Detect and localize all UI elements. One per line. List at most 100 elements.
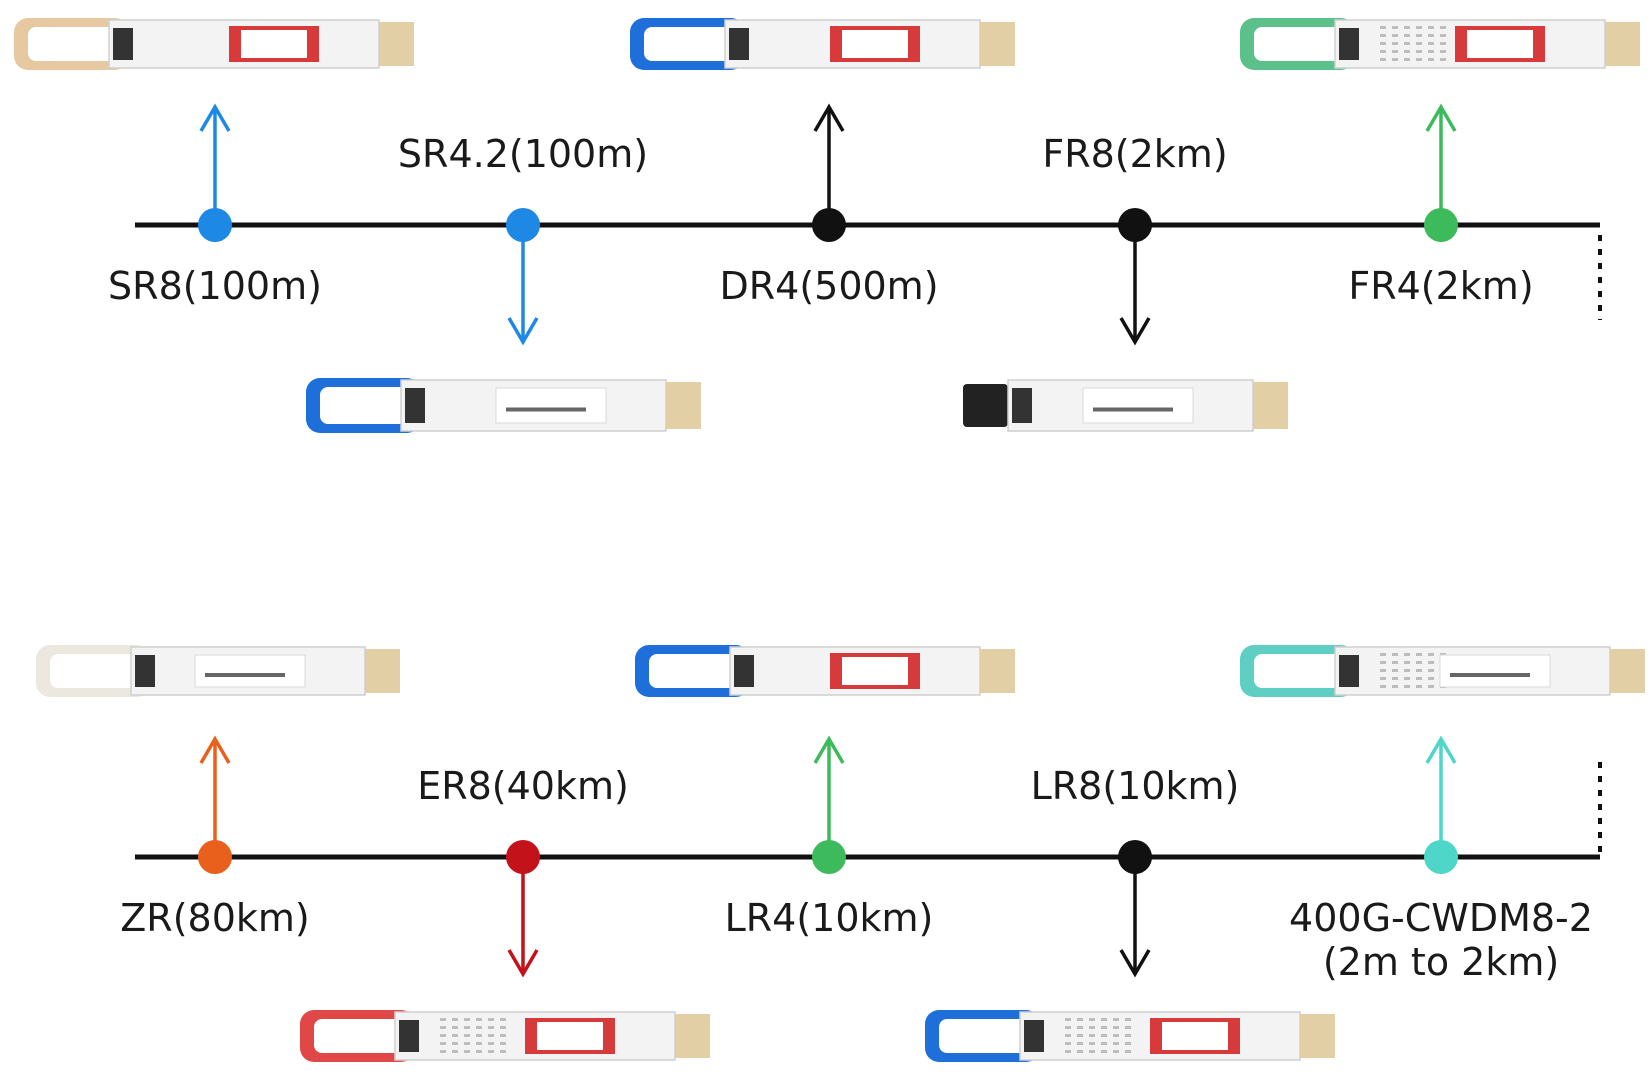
module-vent bbox=[1440, 50, 1446, 53]
reach-label: ER8(40km) bbox=[417, 764, 629, 808]
arrow-up-icon bbox=[1425, 735, 1457, 764]
arrow-down-icon bbox=[507, 949, 539, 978]
module-vent bbox=[488, 1034, 494, 1037]
module-vent bbox=[1089, 1050, 1095, 1053]
module-latch bbox=[1339, 655, 1359, 687]
module-latch bbox=[729, 28, 749, 60]
module-vent bbox=[488, 1018, 494, 1021]
module-vent bbox=[464, 1050, 470, 1053]
module-vent bbox=[1428, 34, 1434, 37]
module-edge-connector bbox=[980, 22, 1015, 66]
module-vent bbox=[500, 1050, 506, 1053]
module-vent bbox=[1392, 661, 1398, 664]
module-vent bbox=[1065, 1034, 1071, 1037]
module-vent bbox=[1440, 26, 1446, 29]
module-vent bbox=[1077, 1018, 1083, 1021]
module-edge-connector bbox=[1605, 22, 1640, 66]
module-vent bbox=[476, 1050, 482, 1053]
timeline-node bbox=[1118, 208, 1152, 242]
module-vent bbox=[1428, 677, 1434, 680]
module-vent bbox=[488, 1026, 494, 1029]
module-vent bbox=[488, 1042, 494, 1045]
module-label bbox=[194, 654, 306, 688]
module-vent bbox=[1101, 1050, 1107, 1053]
module-edge-connector bbox=[666, 382, 701, 429]
transceiver-module-image bbox=[635, 645, 1015, 697]
module-vent bbox=[476, 1042, 482, 1045]
module-vent bbox=[464, 1026, 470, 1029]
module-label bbox=[1082, 387, 1194, 424]
module-vent bbox=[1416, 669, 1422, 672]
module-vent bbox=[1065, 1018, 1071, 1021]
module-pull-tab-opening bbox=[1254, 654, 1349, 688]
module-edge-connector bbox=[379, 22, 414, 66]
arrow-up-icon bbox=[813, 735, 845, 764]
module-barcode bbox=[205, 673, 285, 677]
module-vent bbox=[1380, 34, 1386, 37]
module-pull-tab-opening bbox=[644, 27, 739, 61]
module-vent bbox=[1380, 653, 1386, 656]
module-vent bbox=[1089, 1018, 1095, 1021]
module-vent bbox=[1404, 50, 1410, 53]
module-vent bbox=[1392, 677, 1398, 680]
module-edge-connector bbox=[1610, 649, 1645, 693]
timeline-node bbox=[506, 840, 540, 874]
module-edge-connector bbox=[675, 1014, 710, 1058]
module-vent bbox=[1428, 661, 1434, 664]
module-vent bbox=[464, 1018, 470, 1021]
reach-label: FR8(2km) bbox=[1042, 132, 1228, 176]
module-vent bbox=[1380, 50, 1386, 53]
module-vent bbox=[476, 1026, 482, 1029]
module-vent bbox=[1077, 1026, 1083, 1029]
timeline-node bbox=[1424, 208, 1458, 242]
module-latch bbox=[1024, 1020, 1044, 1052]
arrow-up-icon bbox=[813, 103, 845, 132]
arrow-down-icon bbox=[1119, 317, 1151, 346]
module-vent bbox=[1065, 1026, 1071, 1029]
module-edge-connector bbox=[1253, 382, 1288, 429]
timeline-node bbox=[1118, 840, 1152, 874]
module-vent bbox=[440, 1034, 446, 1037]
module-vent bbox=[500, 1026, 506, 1029]
module-pull-tab-opening bbox=[649, 654, 744, 688]
module-vent bbox=[1125, 1042, 1131, 1045]
reach-label: SR4.2(100m) bbox=[397, 132, 649, 176]
arrow-down-icon bbox=[507, 317, 539, 346]
module-vent bbox=[1416, 685, 1422, 688]
module-vent bbox=[1125, 1018, 1131, 1021]
transceiver-module-image bbox=[300, 1010, 710, 1062]
module-barcode bbox=[506, 407, 586, 412]
arrow-up-icon bbox=[199, 103, 231, 132]
module-pull-tab-opening bbox=[939, 1019, 1034, 1053]
module-vent bbox=[1428, 26, 1434, 29]
module-vent bbox=[1440, 42, 1446, 45]
reach-label: 400G-CWDM8-2 (2m to 2km) bbox=[1289, 896, 1593, 984]
timeline-node bbox=[198, 208, 232, 242]
reach-label: LR4(10km) bbox=[724, 896, 934, 940]
module-vent bbox=[1392, 669, 1398, 672]
module-vent bbox=[440, 1018, 446, 1021]
module-vent bbox=[476, 1018, 482, 1021]
module-vent bbox=[1404, 669, 1410, 672]
module-vent bbox=[1428, 50, 1434, 53]
module-latch bbox=[405, 388, 425, 423]
module-edge-connector bbox=[980, 649, 1015, 693]
module-vent bbox=[1380, 669, 1386, 672]
module-vent bbox=[1440, 58, 1446, 61]
module-vent bbox=[1428, 653, 1434, 656]
module-pull-tab-opening bbox=[1254, 27, 1349, 61]
module-vent bbox=[1428, 58, 1434, 61]
module-vent bbox=[1101, 1018, 1107, 1021]
module-vent bbox=[452, 1026, 458, 1029]
module-vent bbox=[1089, 1042, 1095, 1045]
module-vent bbox=[1416, 26, 1422, 29]
module-latch bbox=[1339, 28, 1359, 60]
module-vent bbox=[500, 1018, 506, 1021]
module-vent bbox=[1416, 42, 1422, 45]
module-vent bbox=[1392, 653, 1398, 656]
module-vent bbox=[1089, 1034, 1095, 1037]
module-vent bbox=[1428, 42, 1434, 45]
module-latch bbox=[734, 655, 754, 687]
arrow-down-icon bbox=[1119, 949, 1151, 978]
